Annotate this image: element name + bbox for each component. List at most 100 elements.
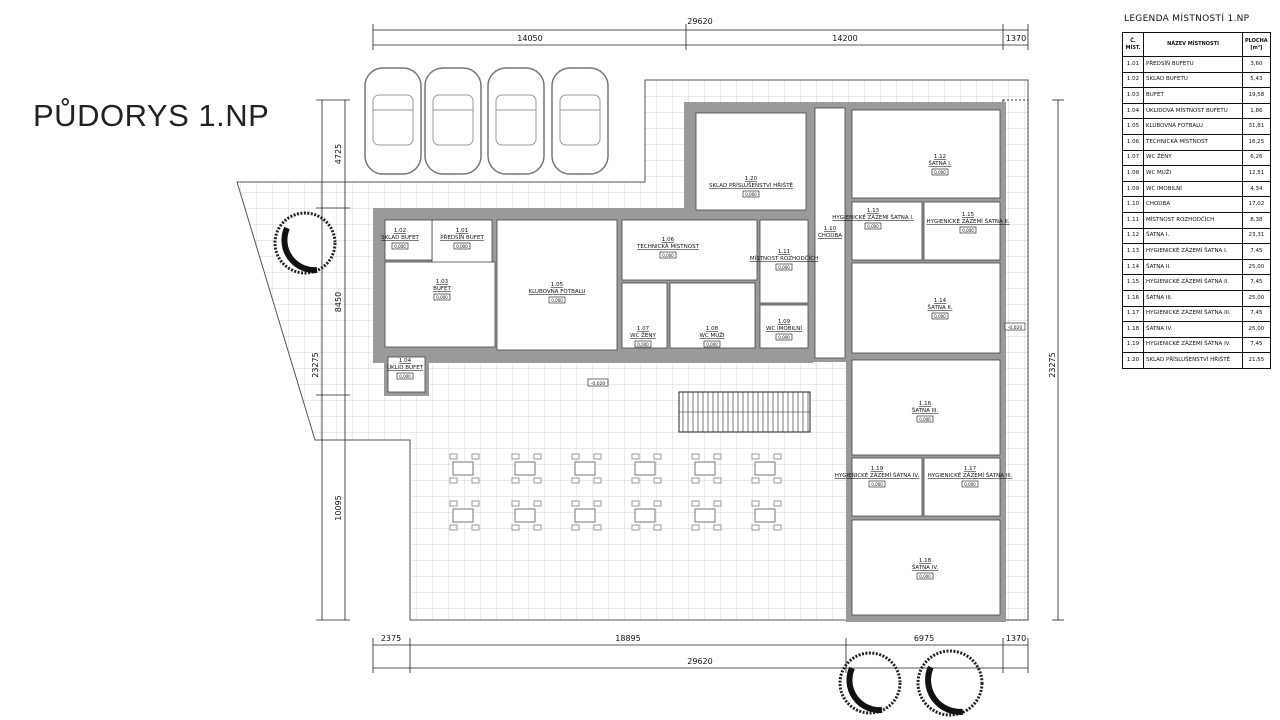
legend-room-area: 16,25 bbox=[1242, 133, 1271, 151]
room-number: 1.19 bbox=[871, 466, 884, 472]
level-tag-box bbox=[453, 242, 471, 250]
legend-room-name: HYGIENICKÉ ZÁZEMÍ ŠATNA I. bbox=[1143, 243, 1243, 260]
level-tag: 0,000 bbox=[662, 253, 674, 258]
room-number: 1.14 bbox=[934, 298, 947, 304]
room-name: PŘEDSÍŇ BUFET bbox=[440, 233, 484, 241]
level-tag: 0,000 bbox=[706, 342, 718, 347]
room-name: CHODBA bbox=[818, 233, 842, 239]
table-with-chairs bbox=[511, 500, 542, 531]
legend-title: LEGENDA MÍSTNOSTÍ 1.NP bbox=[1124, 14, 1250, 24]
level-tag-box bbox=[959, 226, 977, 234]
legend-room-area: 12,51 bbox=[1242, 165, 1271, 182]
room-number: 1.18 bbox=[919, 558, 932, 564]
room-number: 1.17 bbox=[964, 466, 977, 472]
room-name: SKLAD PŘÍSLUŠENSTVÍ HŘIŠTĚ bbox=[709, 181, 794, 189]
tree-icon bbox=[838, 651, 902, 715]
building bbox=[373, 102, 1006, 622]
room-number: 1.06 bbox=[662, 237, 675, 243]
level-tag: 0,000 bbox=[436, 295, 448, 300]
car-icon bbox=[551, 67, 609, 175]
legend-room-area: 25,00 bbox=[1242, 321, 1271, 338]
terrace-level-tag: -0,020 bbox=[591, 381, 606, 387]
legend-room-area: 6,26 bbox=[1242, 149, 1271, 167]
legend-room-number: 1.16 bbox=[1122, 289, 1144, 307]
dimension-right-total: 23275 bbox=[1048, 352, 1057, 377]
legend-room-name: BUFET bbox=[1143, 87, 1243, 104]
room-1-03 bbox=[384, 261, 496, 348]
legend-room-name: HYGIENICKÉ ZÁZEMÍ ŠATNA II. bbox=[1143, 274, 1243, 291]
dimension-left-total: 23275 bbox=[311, 352, 320, 377]
dimension-top-part: 1370 bbox=[1006, 34, 1026, 43]
table-with-chairs bbox=[751, 500, 782, 531]
legend-room-number: 1.15 bbox=[1122, 274, 1144, 291]
legend-room-name: ŠATNA I. bbox=[1143, 227, 1243, 245]
legend-room-area: 7,45 bbox=[1242, 336, 1271, 354]
room-1-20 bbox=[695, 112, 807, 211]
dimension-bottom-part: 18895 bbox=[615, 634, 640, 643]
level-tag: 0,000 bbox=[551, 298, 563, 303]
level-tag-box bbox=[703, 340, 721, 348]
room-legend-table: Č. MÍST. NÁZEV MÍSTNOSTI PLOCHA [m²] 1.0… bbox=[1122, 32, 1271, 369]
legend-room-number: 1.01 bbox=[1122, 56, 1144, 73]
legend-room-area: 5,43 bbox=[1242, 71, 1271, 89]
room-name: ŠATNA II. bbox=[928, 304, 953, 311]
room-name: WC MUŽI bbox=[699, 331, 724, 339]
room-1-19 bbox=[851, 457, 923, 517]
legend-room-area: 7,45 bbox=[1242, 305, 1271, 323]
level-tag: 0,000 bbox=[778, 265, 790, 270]
room-1-12 bbox=[851, 109, 1001, 199]
legend-room-name: ÚKLIDOVÁ MÍSTNOST BUFETU bbox=[1143, 102, 1243, 120]
table-with-chairs bbox=[631, 453, 662, 484]
level-tag-box bbox=[931, 168, 949, 176]
level-tag-box bbox=[548, 296, 566, 304]
legend-room-name: ŠATNA II. bbox=[1143, 258, 1243, 276]
legend-room-area: 7,45 bbox=[1242, 274, 1271, 291]
legend-room-area: 21,55 bbox=[1242, 352, 1271, 369]
dimension-bottom-part: 1370 bbox=[1006, 634, 1026, 643]
level-tag: 0,000 bbox=[456, 244, 468, 249]
legend-room-area: 25,00 bbox=[1242, 258, 1271, 276]
dimension-bottom-part: 2375 bbox=[381, 634, 401, 643]
legend-room-number: 1.08 bbox=[1122, 165, 1144, 182]
legend-room-name: KLUBOVNA FOTBALU bbox=[1143, 118, 1243, 135]
room-1-11 bbox=[759, 219, 809, 304]
legend-room-number: 1.07 bbox=[1122, 149, 1144, 167]
level-tag-box bbox=[775, 333, 793, 341]
level-tag: 0,000 bbox=[394, 244, 406, 249]
level-tag: 0,000 bbox=[934, 170, 946, 175]
room-number: 1.12 bbox=[934, 154, 946, 160]
legend-room-number: 1.05 bbox=[1122, 118, 1144, 135]
room-number: 1.08 bbox=[706, 326, 719, 332]
legend-room-area: 17,02 bbox=[1242, 196, 1271, 213]
legend-room-number: 1.09 bbox=[1122, 180, 1144, 198]
legend-room-number: 1.03 bbox=[1122, 87, 1144, 104]
level-tag: 0,000 bbox=[778, 335, 790, 340]
room-name: HYGIENICKÉ ZÁZEMÍ ŠATNA IV. bbox=[835, 471, 920, 479]
legend-room-area: 3,60 bbox=[1242, 56, 1271, 73]
level-tag: 0,000 bbox=[919, 417, 931, 422]
legend-room-number: 1.19 bbox=[1122, 336, 1144, 354]
level-tag-box bbox=[916, 415, 934, 423]
drawing-title: PŮDORYS 1.NP bbox=[33, 98, 270, 133]
parking-cars bbox=[364, 67, 609, 175]
room-name: ŠATNA IV. bbox=[912, 564, 939, 571]
legend-room-name: HYGIENICKÉ ZÁZEMÍ ŠATNA IV. bbox=[1143, 336, 1243, 354]
dimension-top-part: 14050 bbox=[517, 34, 542, 43]
legend-room-name: HYGIENICKÉ ZÁZEMÍ ŠATNA III. bbox=[1143, 305, 1243, 323]
level-tag-box bbox=[864, 222, 882, 230]
legend-room-area: 31,81 bbox=[1242, 118, 1271, 135]
legend-room-area: 19,58 bbox=[1242, 87, 1271, 104]
room-number: 1.11 bbox=[778, 249, 790, 255]
table-with-chairs bbox=[571, 453, 602, 484]
legend-room-area: 4,34 bbox=[1242, 180, 1271, 198]
legend-header-number: Č. MÍST. bbox=[1122, 32, 1144, 57]
legend-room-name: WC ŽENY bbox=[1143, 149, 1243, 167]
